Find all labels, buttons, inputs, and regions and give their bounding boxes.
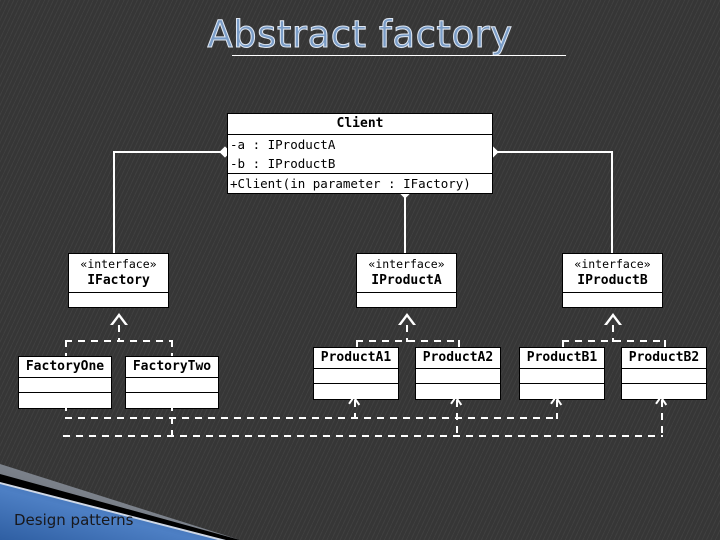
title-underline	[232, 55, 566, 56]
class-box-productb1[interactable]: ProductB1	[519, 347, 605, 400]
class-name-productb1: ProductB1	[520, 348, 604, 369]
connector-client-iproducta-vertical	[404, 192, 406, 253]
dependency-riser-producta2	[456, 400, 458, 437]
corner-decoration	[0, 460, 240, 540]
class-name-ifactory: IFactory	[87, 273, 150, 288]
dependency-stem-factoryone	[65, 404, 67, 419]
class-name-factorytwo: FactoryTwo	[126, 357, 218, 378]
realization-arrowhead-ifactory-inner	[113, 317, 125, 325]
realization-stem-iproductb	[612, 325, 614, 342]
class-name-iproductb: IProductB	[577, 273, 648, 288]
realization-stem-iproducta	[406, 325, 408, 342]
realization-bar-iproducta	[356, 340, 460, 342]
interface-header-iproducta: «interface» IProductA	[357, 254, 456, 293]
connector-client-ifactory-horizontal	[113, 151, 228, 153]
realization-stem-ifactory	[118, 325, 120, 342]
page-title: Abstract factory	[207, 13, 513, 56]
realization-arrowhead-iproductb-inner	[607, 317, 619, 325]
dependency-arrowhead-productb1	[550, 395, 563, 406]
class-box-client[interactable]: Client -a : IProductA -b : IProductB +Cl…	[227, 113, 493, 194]
class-box-factorytwo[interactable]: FactoryTwo	[125, 356, 219, 409]
connector-client-iproductb-vertical	[611, 151, 613, 253]
stereotype-ifactory: «interface»	[80, 257, 157, 271]
class-attributes-producta2	[416, 369, 500, 384]
realization-arrowhead-iproducta-inner	[401, 317, 413, 325]
footer-label: Design patterns	[14, 511, 134, 529]
realization-bar-iproductb	[562, 340, 666, 342]
class-name-producta2: ProductA2	[416, 348, 500, 369]
class-attributes-producta1	[314, 369, 398, 384]
stereotype-iproducta: «interface»	[368, 257, 445, 271]
dependency-riser-productb2	[661, 400, 663, 437]
corner-decoration-svg	[0, 464, 240, 540]
dependency-riser-producta1	[354, 400, 356, 419]
class-attributes-productb2	[622, 369, 706, 384]
interface-members-iproducta	[357, 293, 456, 307]
class-box-ifactory[interactable]: «interface» IFactory	[68, 253, 169, 308]
interface-header-iproductb: «interface» IProductB	[563, 254, 662, 293]
class-box-iproducta[interactable]: «interface» IProductA	[356, 253, 457, 308]
stereotype-iproductb: «interface»	[574, 257, 651, 271]
class-attributes-factoryone	[19, 378, 111, 393]
class-box-factoryone[interactable]: FactoryOne	[18, 356, 112, 409]
operation-constructor: +Client(in parameter : IFactory)	[230, 176, 471, 191]
realization-bar-ifactory	[65, 340, 173, 342]
class-name-iproducta: IProductA	[371, 273, 442, 288]
realization-drop-factoryone	[65, 340, 67, 356]
class-attributes-productb1	[520, 369, 604, 384]
class-attributes-factorytwo	[126, 378, 218, 393]
dependency-bus-factorytwo	[63, 435, 663, 437]
class-attributes-client: -a : IProductA -b : IProductB	[228, 135, 492, 174]
connector-client-iproductb-horizontal	[493, 151, 613, 153]
class-box-producta1[interactable]: ProductA1	[313, 347, 399, 400]
dependency-riser-productb1	[556, 400, 558, 419]
dependency-arrowhead-productb2	[655, 395, 668, 406]
class-name-producta1: ProductA1	[314, 348, 398, 369]
interface-members-iproductb	[563, 293, 662, 307]
class-name-factoryone: FactoryOne	[19, 357, 111, 378]
interface-header-ifactory: «interface» IFactory	[69, 254, 168, 293]
attribute-a: -a : IProductA	[230, 137, 336, 152]
attribute-b: -b : IProductB	[230, 156, 336, 171]
dependency-arrowhead-producta1	[348, 395, 361, 406]
dependency-arrowhead-producta2	[450, 395, 463, 406]
connector-client-ifactory-vertical	[113, 151, 115, 253]
class-operations-client: +Client(in parameter : IFactory)	[228, 174, 492, 193]
class-box-producta2[interactable]: ProductA2	[415, 347, 501, 400]
title-container: Abstract factory	[0, 13, 720, 56]
class-box-iproductb[interactable]: «interface» IProductB	[562, 253, 663, 308]
interface-members-ifactory	[69, 293, 168, 307]
dependency-stem-factorytwo	[171, 404, 173, 437]
realization-drop-factorytwo	[171, 340, 173, 356]
class-name-productb2: ProductB2	[622, 348, 706, 369]
class-name-client: Client	[228, 114, 492, 135]
dependency-bus-factoryone	[65, 417, 558, 419]
class-box-productb2[interactable]: ProductB2	[621, 347, 707, 400]
